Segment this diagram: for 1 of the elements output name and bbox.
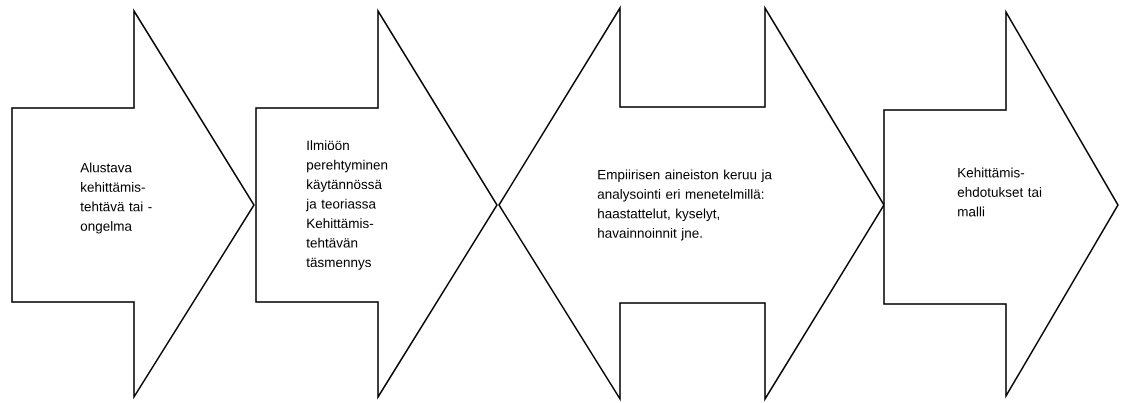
node-label: Kehittämis- ehdotukset tai malli <box>957 167 1042 217</box>
